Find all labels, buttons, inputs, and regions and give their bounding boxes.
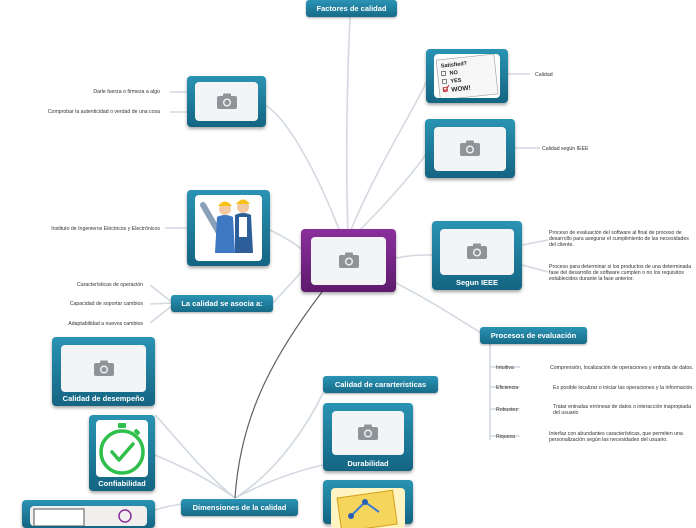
leaf-comprobar-autenticidad: Comprobar la autenticidad o verdad de un… xyxy=(47,109,160,115)
leaf-caracteristicas-de-operacion: Características de operación xyxy=(76,282,143,288)
camera-icon xyxy=(460,140,480,156)
image-placeholder xyxy=(440,229,514,275)
topic-calidad-de-caracteristicas[interactable]: Calidad de cararteristicas xyxy=(323,376,438,393)
image-placeholder xyxy=(61,345,146,392)
process-name-intuitiva: Intuitiva xyxy=(496,365,514,371)
central-node[interactable] xyxy=(301,229,396,292)
leaf-calidad-segun-ieee: Calidad según IEEE xyxy=(542,146,589,152)
stopwatch-icon xyxy=(99,422,145,475)
process-desc-riqueza: Interfaz con abundantes características,… xyxy=(549,431,683,443)
camera-icon xyxy=(216,93,237,109)
people-illustration-icon xyxy=(33,508,132,526)
image-placeholder xyxy=(311,237,386,285)
segun-ieee-title: Segun IEEE xyxy=(455,278,499,287)
calidad-de-desempeno-card[interactable]: Calidad de desempeño xyxy=(52,337,155,406)
leaf-instituto-de-ingenieros: Instituto de Ingenieros Eléctricos y Ele… xyxy=(51,226,160,232)
calidad-de-desempeno-title: Calidad de desempeño xyxy=(62,394,145,403)
process-desc-robustez: Tratar entradas erróneas de datos o inte… xyxy=(553,404,691,416)
process-name-eficiencia: Eficiencia xyxy=(496,385,519,391)
leaf-ieee-note-1: Proceso de evaluación del software al fi… xyxy=(549,230,689,248)
ieee-image-card[interactable] xyxy=(425,119,515,178)
leaf-darle-fuerza: Darle fuerza o firmeza a algo xyxy=(93,89,160,95)
engineers-illustration-icon xyxy=(200,199,253,253)
camera-icon xyxy=(358,424,378,440)
map-pins-icon xyxy=(336,489,398,528)
checklist-option-no: NO xyxy=(449,70,459,77)
process-name-robustez: Robustez xyxy=(496,407,518,413)
leaf-capacidad-de-soportar-cambios: Capacidad de soportar cambios xyxy=(69,301,143,307)
topic-la-calidad-se-asocia-a[interactable]: La calidad se asocia a: xyxy=(171,295,273,312)
image-placeholder xyxy=(332,411,404,455)
topic-dimensiones-de-la-calidad[interactable]: Dimensiones de la calidad xyxy=(181,499,298,516)
leaf-ieee-note-2: Proceso para determinar si los productos… xyxy=(549,264,692,282)
leaf-adaptabilidad-a-nuevos-cambios: Adaptabilidad a nuevos cambios xyxy=(68,321,143,327)
topic-factores-de-calidad[interactable]: Factores de calidad xyxy=(306,0,397,17)
image-placeholder xyxy=(434,127,506,171)
durabilidad-card[interactable]: Durabilidad xyxy=(323,403,413,471)
confiabilidad-title: Confiabilidad xyxy=(98,479,146,488)
process-desc-intuitiva: Comprensión, localización de operaciones… xyxy=(550,365,694,371)
camera-icon xyxy=(467,243,487,259)
image-placeholder xyxy=(195,82,258,121)
durabilidad-title: Durabilidad xyxy=(347,459,389,468)
process-desc-eficiencia: Es posible localizar o iniciar las opera… xyxy=(553,385,694,391)
confiabilidad-card[interactable]: Confiabilidad xyxy=(89,415,155,491)
checklist-option-yes: YES xyxy=(450,78,462,85)
camera-icon xyxy=(338,252,359,268)
leaf-calidad: Calidad xyxy=(535,72,553,78)
partial-image-card[interactable] xyxy=(22,500,155,528)
camera-icon xyxy=(93,360,114,376)
checklist-icon: Satisfied? NO YES WOW! xyxy=(435,53,499,101)
map-image xyxy=(331,488,405,528)
engineers-image-card[interactable] xyxy=(187,190,270,266)
process-name-riqueza: Riqueza xyxy=(496,434,516,440)
topic-procesos-de-evaluacion[interactable]: Procesos de evaluación xyxy=(480,327,587,344)
engineers-image xyxy=(195,195,262,261)
stopwatch-image xyxy=(96,420,148,477)
people-image xyxy=(30,506,147,526)
map-image-card[interactable] xyxy=(323,480,413,528)
checklist-image-card[interactable]: Satisfied? NO YES WOW! xyxy=(426,49,508,103)
checklist-title: Satisfied? xyxy=(441,61,468,70)
segun-ieee-card[interactable]: Segun IEEE xyxy=(432,221,522,290)
checklist-option-wow: WOW! xyxy=(451,85,471,94)
definitions-image-card[interactable] xyxy=(187,76,266,127)
checklist-image: Satisfied? NO YES WOW! xyxy=(434,53,500,101)
